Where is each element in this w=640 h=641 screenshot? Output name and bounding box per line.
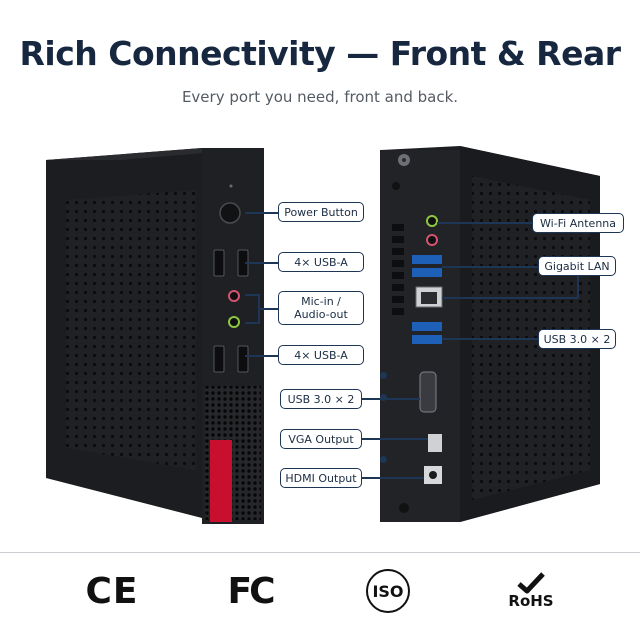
vga-label: VGA Output [280, 429, 362, 449]
usb30-right-label: USB 3.0 × 2 [538, 329, 616, 349]
mic-audio-label: Mic-in / Audio-out [278, 291, 364, 325]
usb-a-top-leader [245, 262, 278, 264]
mic-audio-label-line2: Audio-out [294, 308, 348, 321]
fc-mark: FC [220, 568, 280, 614]
rear-pc-image [380, 146, 600, 522]
audio-leader-top [245, 294, 259, 296]
usb30-left-leader [362, 398, 420, 400]
mic-audio-label-line1: Mic-in / [301, 295, 341, 308]
wifi-antenna-label: Wi-Fi Antenna [532, 213, 624, 233]
ce-logo-text: CE [85, 570, 139, 612]
front-pc-red-badge [210, 440, 232, 522]
front-pc-image [46, 148, 264, 524]
power-button-graphic [219, 202, 241, 224]
usb-a-bottom-leader [245, 355, 278, 357]
fc-logo-text: FC [227, 570, 275, 612]
checkmark-icon [517, 572, 545, 594]
usb-a-bottom-label: 4× USB-A [278, 345, 364, 365]
gigabit-lan-label: Gigabit LAN [538, 256, 616, 276]
hdmi-leader [362, 477, 424, 479]
hdmi-label: HDMI Output [280, 468, 362, 488]
lan-leader-vertical [577, 276, 579, 298]
audio-leader-out [258, 308, 278, 310]
front-pc-side-vents [66, 190, 196, 470]
page-title: Rich Connectivity — Front & Rear [19, 34, 622, 73]
power-leader [245, 212, 278, 214]
usb30-left-dot-top [380, 372, 387, 379]
rohs-logo-text: RoHS [508, 592, 554, 610]
wifi-leader [437, 222, 532, 224]
iso-mark: ISO [360, 568, 416, 614]
usb30-right-leader [442, 338, 538, 340]
lan-leader-bottom [442, 297, 578, 299]
iso-logo-text: ISO [372, 581, 404, 601]
lan-leader-top [442, 266, 538, 268]
usb30-left-label: USB 3.0 × 2 [280, 389, 362, 409]
vga-leader [362, 438, 428, 440]
page-subtitle: Every port you need, front and back. [181, 88, 459, 106]
audio-leader-bottom [245, 322, 259, 324]
rohs-mark: RoHS [496, 568, 566, 614]
usb-a-top-label: 4× USB-A [278, 252, 364, 272]
power-button-label: Power Button [278, 202, 364, 222]
vga-dot [380, 456, 387, 463]
certification-bar [0, 552, 640, 641]
usb30-left-dot [380, 394, 387, 401]
ce-mark: CE [84, 568, 140, 614]
